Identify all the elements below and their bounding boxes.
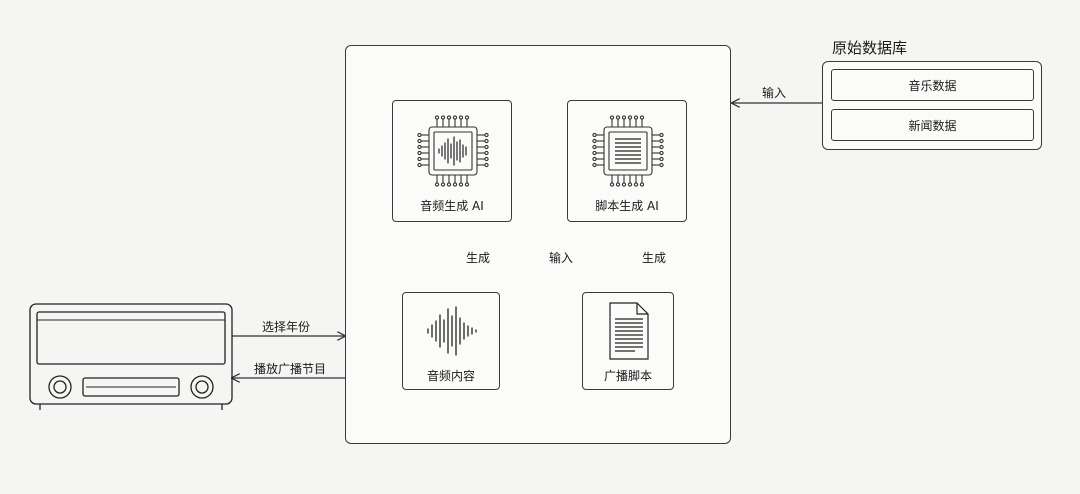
chip-document-icon bbox=[592, 115, 664, 187]
edge-label-script-input: 输入 bbox=[549, 251, 574, 265]
chip-pin-terminal bbox=[484, 150, 489, 156]
chip-pin-terminal bbox=[417, 138, 422, 144]
audio-ai-node: 音频生成 AI bbox=[392, 100, 512, 222]
chip-pin-terminal bbox=[464, 115, 470, 120]
chip-pin-terminal bbox=[609, 115, 615, 120]
database-item-news: 新闻数据 bbox=[831, 109, 1034, 141]
chip-pin-terminal bbox=[484, 132, 489, 138]
chip-pin-terminal bbox=[434, 182, 440, 187]
chip-pin-terminal bbox=[458, 115, 464, 120]
chip-pin-terminal bbox=[446, 115, 452, 120]
chip-pin-terminal bbox=[446, 182, 452, 187]
broadcast-script-node: 广播脚本 bbox=[582, 292, 674, 390]
script-ai-node: 脚本生成 AI bbox=[567, 100, 687, 222]
edge-label-db-input: 输入 bbox=[762, 86, 787, 100]
chip-pin-terminal bbox=[440, 182, 446, 187]
chip-pin-terminal bbox=[621, 115, 627, 120]
chip-pin-terminal bbox=[592, 150, 597, 156]
chip-pin-terminal bbox=[434, 115, 440, 120]
chip-pin-terminal bbox=[659, 138, 664, 144]
chip-pin-terminal bbox=[592, 144, 597, 150]
radio-icon bbox=[29, 303, 233, 410]
edge-label-play-program: 播放广播节目 bbox=[254, 362, 327, 376]
chip-pin-terminal bbox=[633, 182, 639, 187]
chip-waveform-icon bbox=[417, 115, 489, 187]
chip-pin-terminal bbox=[609, 182, 615, 187]
chip-pin-terminal bbox=[458, 182, 464, 187]
edge-label-generate-audio: 生成 bbox=[466, 251, 491, 265]
chip-pin-terminal bbox=[659, 156, 664, 162]
database-item-music: 音乐数据 bbox=[831, 69, 1034, 101]
chip-pin-terminal bbox=[633, 115, 639, 120]
chip-pin-terminal bbox=[417, 132, 422, 138]
chip-pin-terminal bbox=[484, 162, 489, 168]
edge-label-select-year: 选择年份 bbox=[262, 320, 311, 334]
audio-ai-label: 音频生成 AI bbox=[420, 199, 484, 213]
chip-pin-terminal bbox=[592, 138, 597, 144]
chip-pin-terminal bbox=[484, 156, 489, 162]
chip-pin-terminal bbox=[417, 162, 422, 168]
chip-pin-terminal bbox=[417, 156, 422, 162]
chip-pin-terminal bbox=[417, 150, 422, 156]
broadcast-script-label: 广播脚本 bbox=[603, 369, 652, 383]
edge-label-generate-script: 生成 bbox=[642, 251, 667, 265]
chip-pin-terminal bbox=[615, 115, 621, 120]
chip-pin-terminal bbox=[484, 144, 489, 150]
chip-pin-terminal bbox=[627, 182, 633, 187]
chip-pin-terminal bbox=[592, 162, 597, 168]
database-title: 原始数据库 bbox=[832, 39, 908, 57]
chip-pin-terminal bbox=[659, 132, 664, 138]
audio-content-node: 音频内容 bbox=[402, 292, 500, 390]
chip-pin-terminal bbox=[452, 182, 458, 187]
chip-pin-terminal bbox=[659, 144, 664, 150]
chip-pin-terminal bbox=[639, 115, 645, 120]
chip-pin-terminal bbox=[592, 156, 597, 162]
document-icon bbox=[609, 302, 649, 360]
script-ai-label: 脚本生成 AI bbox=[595, 199, 659, 213]
chip-pin-terminal bbox=[615, 182, 621, 187]
chip-pin-terminal bbox=[627, 115, 633, 120]
chip-pin-terminal bbox=[452, 115, 458, 120]
chip-pin-terminal bbox=[417, 144, 422, 150]
audio-content-label: 音频内容 bbox=[426, 369, 475, 383]
chip-pin-terminal bbox=[440, 115, 446, 120]
chip-pin-terminal bbox=[659, 150, 664, 156]
chip-pin-terminal bbox=[621, 182, 627, 187]
chip-pin-terminal bbox=[659, 162, 664, 168]
chip-pin-terminal bbox=[592, 132, 597, 138]
chip-pin-terminal bbox=[484, 138, 489, 144]
waveform-icon bbox=[427, 306, 477, 356]
chip-pin-terminal bbox=[464, 182, 470, 187]
chip-pin-terminal bbox=[639, 182, 645, 187]
